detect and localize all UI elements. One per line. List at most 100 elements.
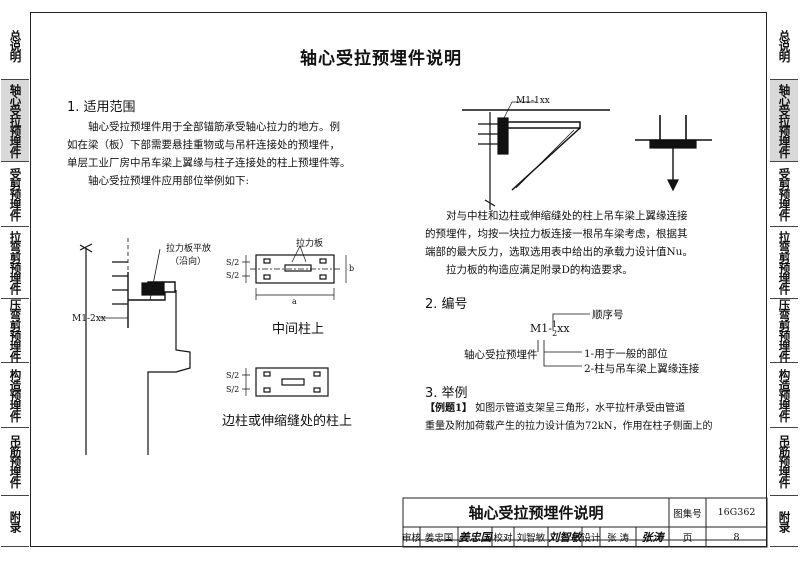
plate-flat-label: 拉力板平放 — [166, 244, 212, 254]
page-number: 8 — [733, 531, 740, 543]
side-tab-label: 总说明 — [8, 29, 23, 62]
bracket-brace — [515, 129, 575, 189]
code-sup: 1 — [551, 320, 558, 329]
bracket — [508, 121, 581, 191]
side-tab-label: 拉弯剪预埋件 — [777, 231, 792, 294]
plate-leader — [149, 248, 161, 301]
side-tab-label: 压弯剪预埋件 — [777, 299, 792, 362]
direction-label: （沿向） — [170, 257, 207, 267]
drawing-frame — [30, 12, 767, 547]
plate-plan-edge — [255, 367, 329, 397]
side-tab[interactable]: 轴心受拉预埋件 — [770, 80, 798, 162]
side-tab[interactable]: 受剪预埋件 — [1, 162, 29, 227]
side-tab[interactable]: 构造预埋件 — [1, 363, 29, 428]
option-2: 2-柱与吊车梁上翼缘连接 — [584, 363, 700, 375]
title-block-title: 轴心受拉预埋件说明 — [468, 504, 604, 522]
check-signature: 刘智敏 — [548, 531, 582, 544]
code-prefix: M1- — [530, 322, 552, 335]
side-tab-label: 吊筋预埋件 — [8, 435, 23, 488]
caption-middle-column: 中间柱上 — [272, 322, 325, 337]
side-tab-label: 受剪预埋件 — [777, 167, 792, 221]
side-tab-label: 附录 — [8, 510, 23, 532]
side-tab[interactable]: 拉弯剪预埋件 — [1, 227, 29, 299]
section1-line-2: 如在梁（板）下部需要悬挂重物或与吊杆连接处的预埋件， — [67, 139, 340, 151]
review-label: 审核 — [402, 533, 422, 544]
right-line-3: 端部的最大反力，选取选用表中给出的承载力设计值Nu。 — [425, 246, 693, 258]
example-tag: 【例题1】 — [425, 403, 472, 414]
review-name: 姜忠国 — [424, 533, 454, 544]
option-1: 1-用于一般的部位 — [584, 348, 668, 360]
design-label: 设计 — [581, 533, 601, 544]
side-tab[interactable]: 压弯剪预埋件 — [1, 299, 29, 363]
review-signature: 姜忠国 — [458, 531, 492, 544]
embed-code-left: M1-2xx — [72, 314, 106, 324]
section3-heading: 3. 举例 — [425, 386, 468, 401]
seq-label: 顺序号 — [592, 309, 624, 321]
sidebar-left: 总说明轴心受拉预埋件受剪预埋件拉弯剪预埋件压弯剪预埋件构造预埋件吊筋预埋件附录 — [1, 12, 29, 547]
check-name: 刘智敏 — [516, 533, 546, 544]
opt-leader — [543, 340, 582, 367]
page-title: 轴心受拉预埋件说明 — [300, 49, 462, 69]
dim-s2-top: S/2 — [226, 258, 240, 267]
side-tab-label: 拉弯剪预埋件 — [8, 231, 23, 294]
side-tab[interactable]: 总说明 — [1, 12, 29, 80]
pull-plate-leader — [291, 245, 307, 263]
section1-line-1: 轴心受拉预埋件用于全部锚筋承受轴心拉力的地方。例 — [88, 121, 340, 133]
right-line-1: 对与中柱和边柱或伸缩缝处的柱上吊车梁上翼缘连接 — [446, 210, 688, 222]
type-name-label: 轴心受拉预埋件 — [464, 349, 538, 361]
example-line-1: 如图示管道支架呈三角形，水平拉杆承受由管道 — [475, 403, 686, 414]
side-tab[interactable]: 附录 — [770, 496, 798, 547]
side-tab-label: 吊筋预埋件 — [777, 435, 792, 488]
check-label: 校对 — [493, 533, 513, 544]
side-tab-label: 总说明 — [777, 29, 792, 62]
slot-mid — [284, 264, 312, 272]
hanger-bars — [659, 115, 687, 140]
page-label: 页 — [682, 533, 693, 544]
embed-code-top: M1-1xx — [516, 96, 550, 106]
side-tab[interactable]: 吊筋预埋件 — [770, 428, 798, 496]
section1-heading: 1. 适用范围 — [67, 100, 136, 115]
anchor-bars — [112, 261, 128, 305]
side-tab[interactable]: 轴心受拉预埋件 — [1, 80, 29, 162]
hanger-arrow — [667, 179, 679, 192]
dim-b-label: b — [349, 264, 355, 273]
code-example: M1-12xx — [530, 320, 570, 338]
atlas-number: 16G362 — [717, 507, 756, 518]
section2-heading: 2. 编号 — [425, 297, 468, 312]
dim-s2-edge — [242, 368, 250, 396]
pull-plate-label: 拉力板 — [296, 239, 324, 249]
side-tab-label: 受剪预埋件 — [8, 167, 23, 221]
example-line-2: 重量及附加荷载产生的拉力设计值为72kN，作用在柱子侧面上的 — [425, 421, 713, 432]
section1-line-4: 轴心受拉预埋件应用部位举例如下: — [88, 175, 250, 187]
title-block-grid — [402, 497, 768, 548]
design-name: 张 涛 — [606, 533, 630, 544]
side-tab[interactable]: 压弯剪预埋件 — [770, 299, 798, 363]
column-outline — [85, 248, 191, 455]
side-tab-label: 压弯剪预埋件 — [8, 299, 23, 362]
sidebar-right: 总说明轴心受拉预埋件受剪预埋件拉弯剪预埋件压弯剪预埋件构造预埋件吊筋预埋件附录 — [770, 12, 798, 547]
slot-edge — [281, 378, 305, 386]
embedded-plate — [497, 117, 509, 155]
side-tab[interactable]: 吊筋预埋件 — [1, 428, 29, 496]
side-tab-label: 轴心受拉预埋件 — [777, 83, 792, 158]
code-sub: 2 — [552, 329, 558, 338]
design-signature: 张涛 — [641, 531, 664, 544]
dim-a — [255, 288, 335, 300]
side-tab-label: 构造预埋件 — [777, 368, 792, 422]
side-tab[interactable]: 拉弯剪预埋件 — [770, 227, 798, 299]
side-tab-label: 轴心受拉预埋件 — [8, 83, 23, 158]
code-tail: xx — [557, 322, 570, 335]
side-tab[interactable]: 附录 — [1, 496, 29, 547]
section3-paragraph: 【例题1】 如图示管道支架呈三角形，水平拉杆承受由管道 重量及附加荷载产生的拉力… — [425, 400, 755, 436]
wall-break — [484, 112, 496, 210]
hanger-plate — [649, 139, 697, 149]
caption-edge-column: 边柱或伸缩缝处的柱上 — [222, 414, 353, 429]
side-tab[interactable]: 总说明 — [770, 12, 798, 80]
side-tab-label: 附录 — [777, 510, 792, 532]
side-tab[interactable]: 受剪预埋件 — [770, 162, 798, 227]
side-tab[interactable]: 构造预埋件 — [770, 363, 798, 428]
bracket-anchors — [478, 123, 498, 145]
atlas-label: 图集号 — [673, 508, 702, 520]
break-line-top — [79, 243, 93, 253]
